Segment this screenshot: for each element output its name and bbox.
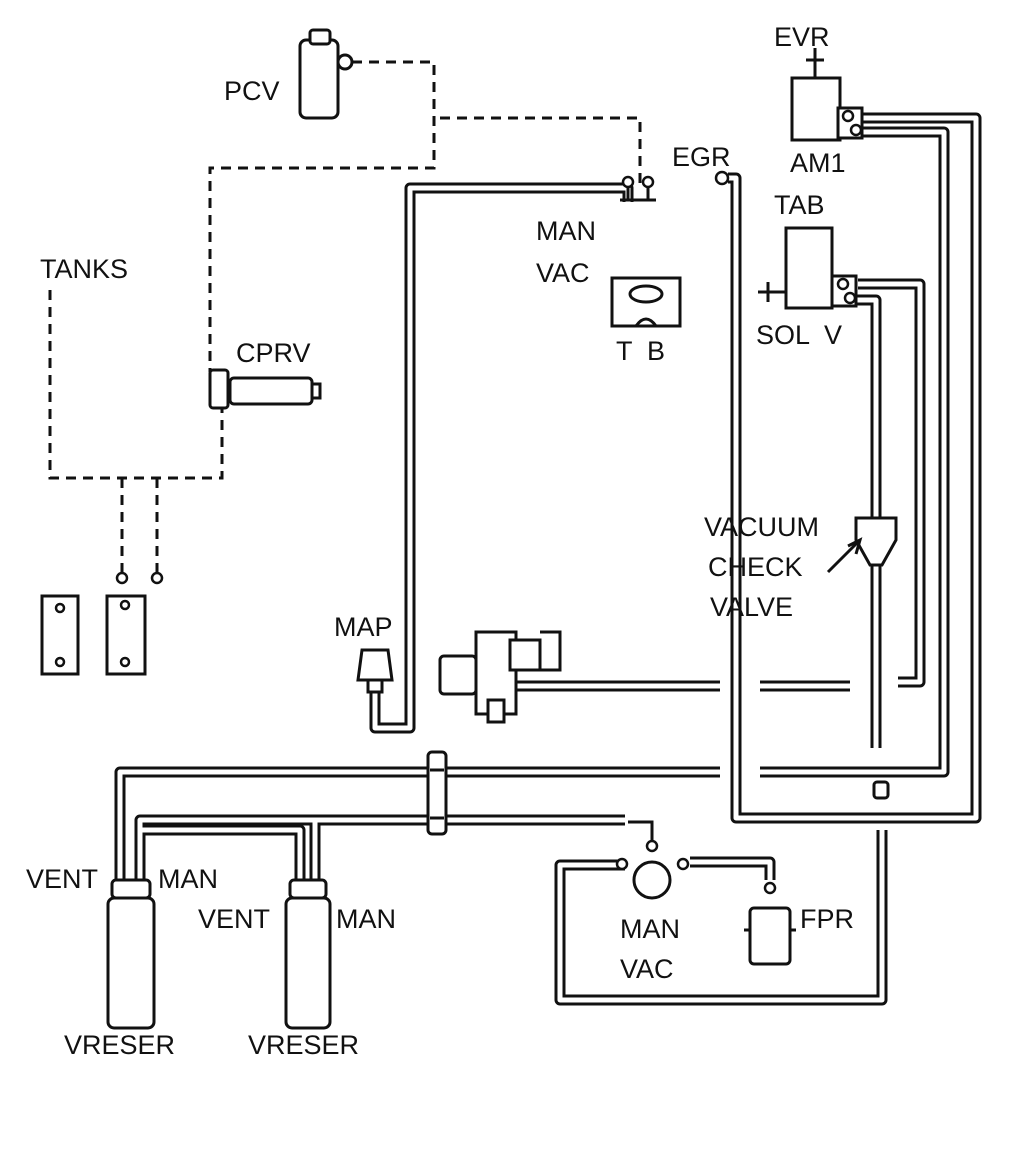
fpr-feed-tube xyxy=(690,856,776,880)
label-am1: AM1 xyxy=(790,148,846,178)
cprv-valve-icon xyxy=(208,368,322,410)
solv-down-tube xyxy=(856,294,882,520)
egr-fitting-icon xyxy=(714,170,730,186)
evr-solenoid-icon xyxy=(790,48,864,142)
man-mid-tube xyxy=(309,814,625,885)
canister-left-icon xyxy=(40,594,80,676)
vacuum-check-valve-icon xyxy=(826,516,898,574)
vreser-left-icon xyxy=(106,878,156,1030)
dashed-lines xyxy=(48,60,642,578)
label-man-vac-bottom-2: VAC xyxy=(620,954,674,984)
vacuum-tubes xyxy=(114,112,982,1006)
label-tab: TAB xyxy=(774,190,825,220)
label-vent-mid: VENT xyxy=(198,904,270,934)
fpr-regulator-icon xyxy=(744,881,796,966)
label-sol-v: SOL V xyxy=(756,320,842,350)
label-valve: VALVE xyxy=(710,592,793,622)
label-man-left: MAN xyxy=(158,864,218,894)
label-vent-left: VENT xyxy=(26,864,98,894)
label-man-vac-top-2: VAC xyxy=(536,258,590,288)
label-man-mid: MAN xyxy=(336,904,396,934)
label-cprv: CPRV xyxy=(236,338,311,368)
label-check: CHECK xyxy=(708,552,803,582)
canister-right-icon xyxy=(105,571,164,676)
pcv-to-manvac-dashed-line xyxy=(440,116,642,188)
labels: PCV TANKS CPRV EGR EVR AM1 TAB MAN VAC T… xyxy=(26,22,854,1060)
bottom-right-fitting-icon xyxy=(872,780,890,800)
map-sensor-icon xyxy=(356,648,394,694)
pcv-valve-icon xyxy=(298,28,354,120)
label-vreser-left: VRESER xyxy=(64,1030,175,1060)
label-map: MAP xyxy=(334,612,393,642)
pcv-dashed-line xyxy=(208,60,436,372)
label-fpr: FPR xyxy=(800,904,854,934)
man-vac-tee-icon xyxy=(615,820,690,900)
throttle-body-icon xyxy=(610,276,682,328)
tanks-dashed-line xyxy=(48,290,224,480)
label-egr: EGR xyxy=(672,142,731,172)
label-man-vac-top-1: MAN xyxy=(536,216,596,246)
label-vreser-mid: VRESER xyxy=(248,1030,359,1060)
label-evr: EVR xyxy=(774,22,830,52)
line-coupler-icon xyxy=(426,750,448,836)
vreser-mid-icon xyxy=(284,878,332,1030)
solv-right-tube xyxy=(858,278,926,688)
label-man-vac-bottom-1: MAN xyxy=(620,914,680,944)
vacuum-tubes-inner xyxy=(117,115,979,1003)
label-pcv: PCV xyxy=(224,76,280,106)
egr-transducer-icon xyxy=(438,630,562,724)
label-vacuum: VACUUM xyxy=(704,512,819,542)
sol-v-solenoid-icon xyxy=(758,226,858,310)
label-tanks: TANKS xyxy=(40,254,128,284)
man-vac-fitting-icon xyxy=(620,175,656,202)
label-tb: T B xyxy=(616,336,665,366)
